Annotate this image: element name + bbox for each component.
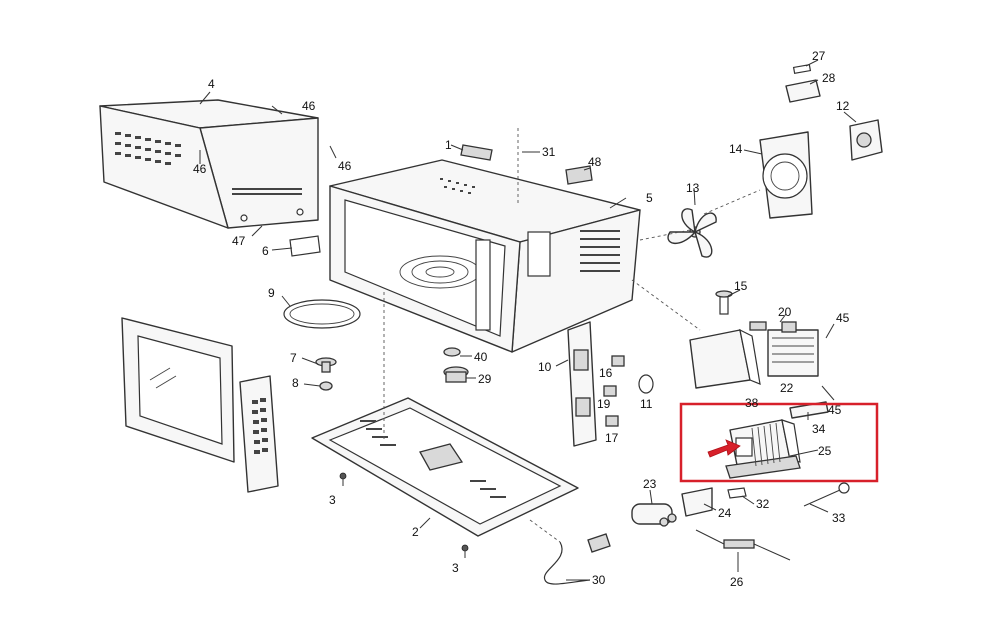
switch-19	[603, 385, 617, 397]
callout-4: 4	[208, 77, 215, 91]
power-cord	[544, 541, 591, 585]
roller	[319, 381, 333, 391]
fan-blade-icon	[667, 208, 717, 258]
callout-25: 25	[818, 444, 832, 458]
callout-17: 17	[605, 431, 619, 445]
callout-27: 27	[812, 49, 826, 63]
turntable-ring	[283, 299, 361, 329]
callout-45: 45	[836, 311, 850, 325]
turntable-coupling	[315, 357, 337, 373]
callout-20: 20	[778, 305, 792, 319]
callout-12: 12	[836, 99, 850, 113]
callout-22: 22	[780, 381, 794, 395]
screw-icon	[461, 544, 469, 558]
label-plate-6	[289, 235, 321, 257]
assembly-dashed-lines	[383, 128, 761, 543]
capacitor-bracket-24	[681, 487, 713, 517]
callout-6: 6	[262, 244, 269, 258]
callout-19: 19	[597, 397, 611, 411]
oven-chassis	[329, 159, 641, 353]
cabinet-vents	[115, 132, 302, 195]
callout-13: 13	[686, 181, 700, 195]
magnetron-bracket	[689, 328, 761, 389]
callout-24: 24	[718, 506, 732, 520]
callout-38: 38	[745, 396, 759, 410]
callout-46: 46	[193, 162, 207, 176]
label-plate-1	[460, 144, 493, 161]
fuse-holder-28	[785, 79, 821, 103]
control-panel	[239, 375, 279, 493]
callout-3: 3	[329, 493, 336, 507]
fan-motor-bracket	[759, 131, 813, 219]
base-vents	[360, 420, 506, 498]
callout-34: 34	[812, 422, 826, 436]
hv-diode	[695, 529, 791, 561]
transformer-fins	[751, 422, 781, 467]
callout-32: 32	[756, 497, 770, 511]
thermal-cutout-11	[638, 374, 654, 394]
part-15	[715, 290, 733, 315]
transformer-icon	[725, 419, 801, 479]
callout-33: 33	[832, 511, 846, 525]
fan-motor	[849, 119, 883, 161]
callout-2: 2	[412, 525, 419, 539]
turntable-motor	[443, 366, 469, 383]
callout-3: 3	[452, 561, 459, 575]
arrow-icon	[707, 439, 741, 458]
leader-lines	[199, 59, 857, 581]
callout-15: 15	[734, 279, 748, 293]
switch-17	[605, 415, 619, 427]
callout-labels: 1 2 3 3 4 5 6 7 8 9 10 11 12 13 14 15 16…	[193, 49, 850, 589]
label-plate-48	[565, 165, 593, 185]
control-panel-buttons	[252, 398, 268, 454]
highlight-box-part-25	[679, 402, 879, 483]
callout-48: 48	[588, 155, 602, 169]
base-plate	[311, 397, 579, 537]
callout-46: 46	[302, 99, 316, 113]
hv-capacitor	[631, 503, 677, 527]
callout-14: 14	[729, 142, 743, 156]
callout-8: 8	[292, 376, 299, 390]
callout-1: 1	[445, 138, 452, 152]
part-32	[727, 487, 747, 499]
callout-23: 23	[643, 477, 657, 491]
callout-40: 40	[474, 350, 488, 364]
outer-cabinet	[99, 99, 319, 229]
callout-16: 16	[599, 366, 613, 380]
callout-47: 47	[232, 234, 246, 248]
door-assembly	[121, 317, 235, 463]
part-20	[749, 321, 767, 331]
callout-30: 30	[592, 573, 606, 587]
callout-29: 29	[478, 372, 492, 386]
callout-9: 9	[268, 286, 275, 300]
callout-7: 7	[290, 351, 297, 365]
chassis-side-perforation	[580, 230, 620, 272]
magnetron	[767, 321, 819, 377]
callout-5: 5	[646, 191, 653, 205]
callout-10: 10	[538, 360, 552, 374]
callout-26: 26	[730, 575, 744, 589]
callout-28: 28	[822, 71, 836, 85]
screw-icon	[339, 472, 347, 486]
callout-46: 46	[338, 159, 352, 173]
switch-bracket	[567, 321, 597, 447]
motor-coupling-40	[443, 347, 461, 357]
callout-11: 11	[640, 397, 653, 411]
magnetron-fins	[772, 337, 814, 363]
callout-45: 45	[828, 403, 842, 417]
wire-33	[803, 489, 841, 507]
chassis-top-vents	[440, 178, 475, 194]
fuse-27	[792, 63, 812, 75]
callout-31: 31	[542, 145, 556, 159]
switch-16	[611, 355, 625, 367]
